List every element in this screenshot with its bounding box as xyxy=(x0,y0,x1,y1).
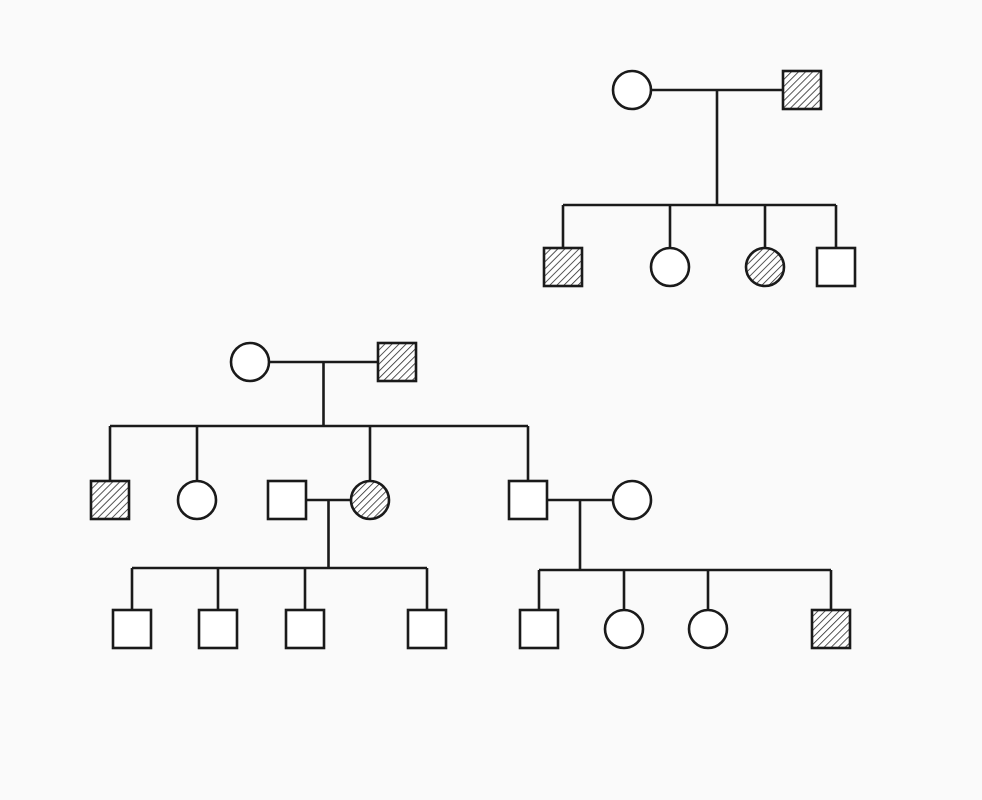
unaffected-male-p1-c4 xyxy=(815,246,857,288)
unaffected-female-p2-mother xyxy=(229,341,271,383)
unaffected-male-p2-c4 xyxy=(507,479,549,521)
individuals xyxy=(89,69,857,650)
unaffected-male-p2-c3-spouse xyxy=(266,479,308,521)
affected-female-p1-c3 xyxy=(744,246,786,288)
unaffected-female-p2-c2 xyxy=(176,479,218,521)
affected-male-p2-c1 xyxy=(89,479,131,521)
unaffected-female-p2-g2-3 xyxy=(687,608,729,650)
unaffected-female-p1-mother xyxy=(611,69,653,111)
unaffected-female-p2-c4-spouse xyxy=(611,479,653,521)
unaffected-male-p2-g1-1 xyxy=(111,608,153,650)
unaffected-female-p2-g2-2 xyxy=(603,608,645,650)
affected-male-p1-father xyxy=(781,69,823,111)
unaffected-female-p1-c2 xyxy=(649,246,691,288)
affected-male-p2-father xyxy=(376,341,418,383)
affected-male-p2-g2-4 xyxy=(810,608,852,650)
unaffected-male-p2-g1-3 xyxy=(284,608,326,650)
affected-male-p1-c1 xyxy=(542,246,584,288)
unaffected-male-p2-g1-2 xyxy=(197,608,239,650)
unaffected-male-p2-g2-1 xyxy=(518,608,560,650)
connector-lines xyxy=(108,88,838,610)
affected-female-p2-c3 xyxy=(349,479,391,521)
unaffected-male-p2-g1-4 xyxy=(406,608,448,650)
